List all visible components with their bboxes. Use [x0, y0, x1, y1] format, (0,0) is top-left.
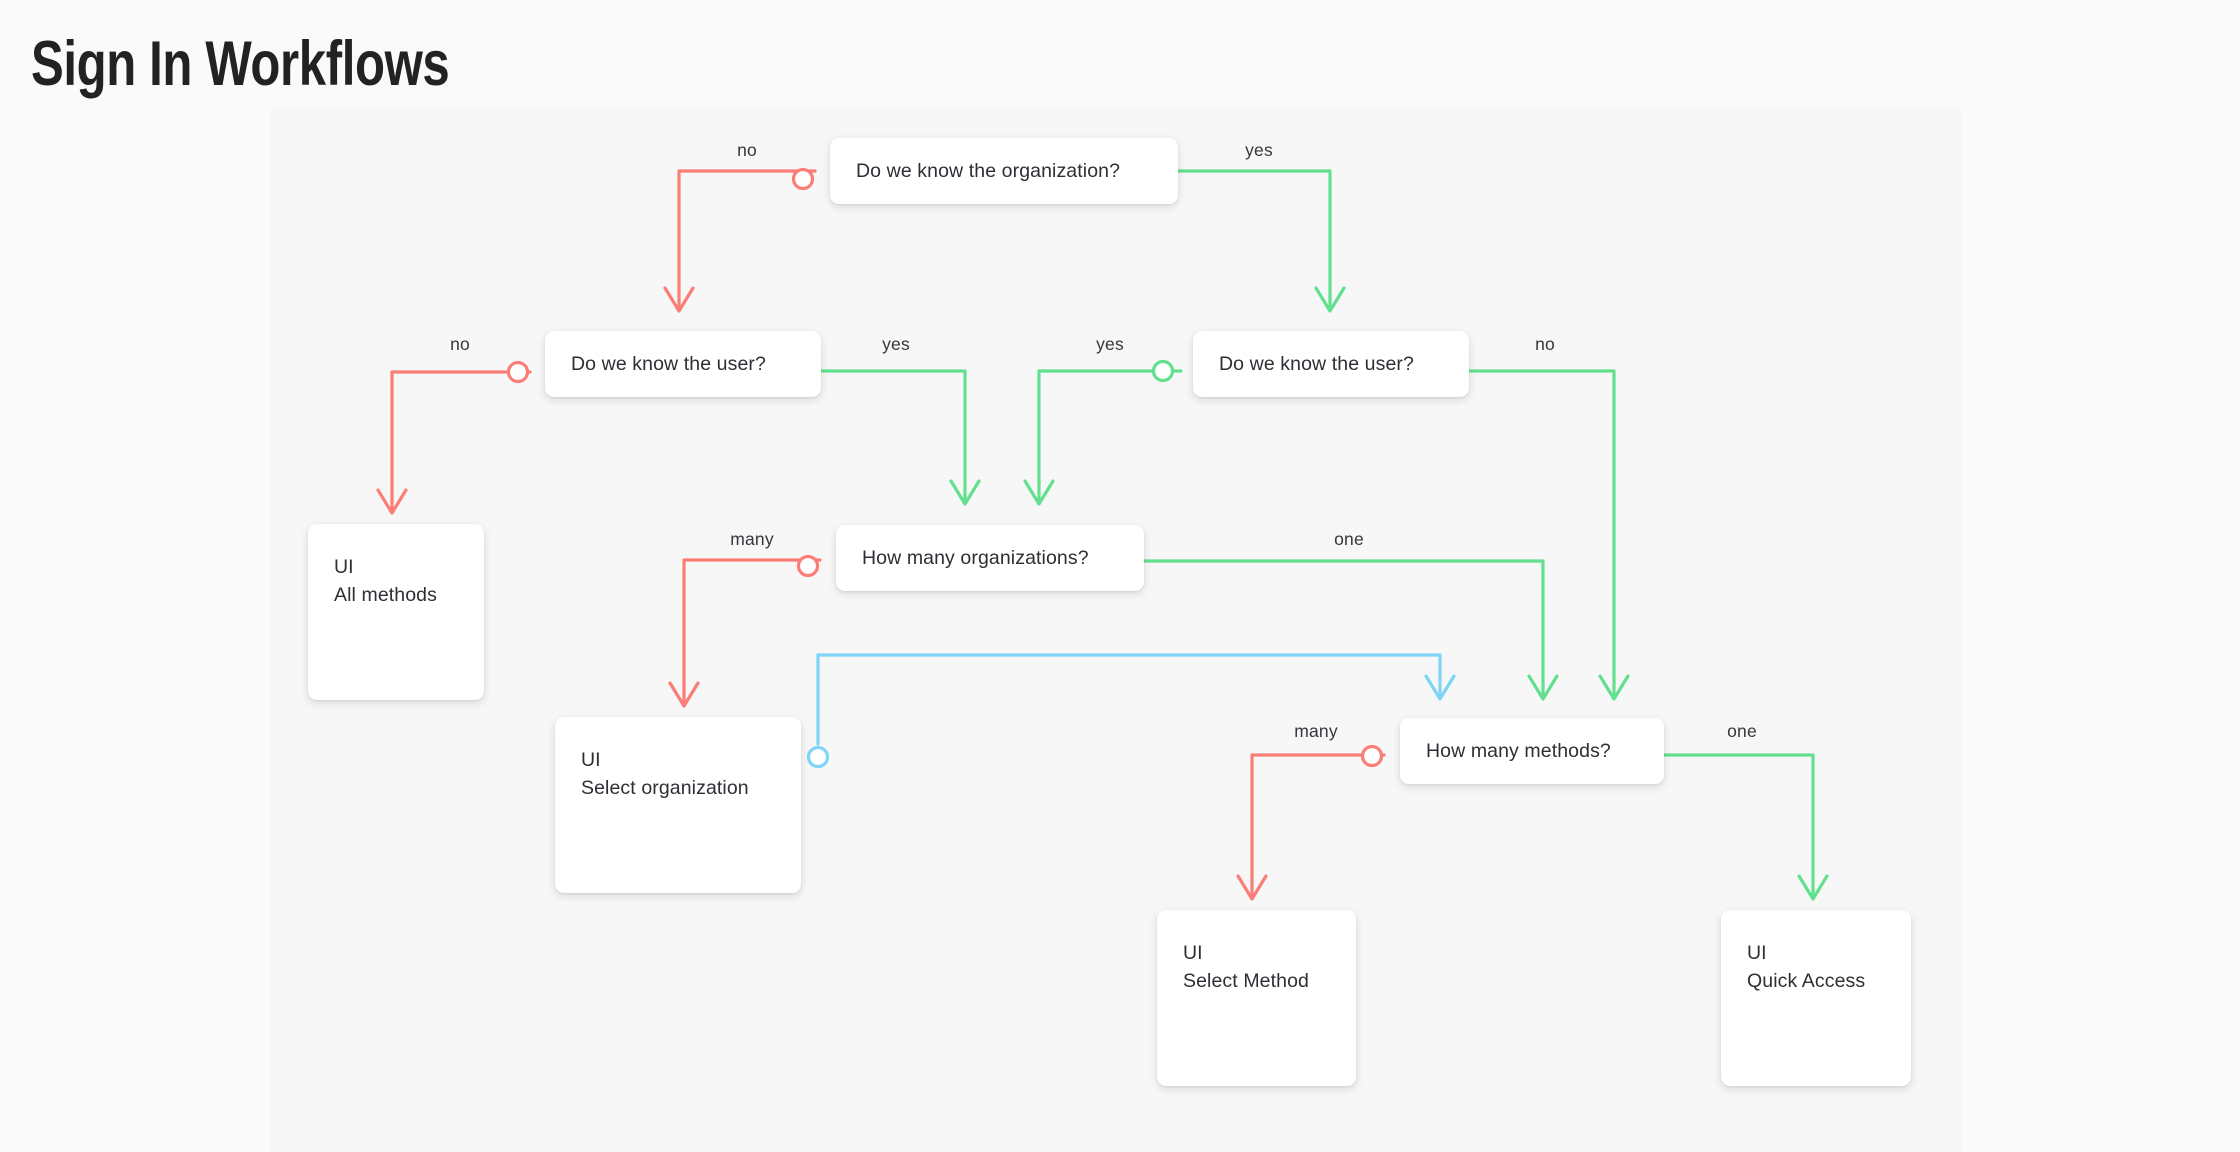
node-how-many-organizations[interactable]: How many organizations? — [836, 525, 1144, 591]
node-do-we-know-the-user-left[interactable]: Do we know the user? — [545, 331, 821, 397]
edge-label-how-orgs-one: one — [1334, 529, 1364, 549]
node-label: How many methods? — [1426, 739, 1611, 762]
node-ui-select-organization[interactable]: UI Select organization — [555, 717, 801, 893]
node-label: Do we know the organization? — [856, 159, 1121, 182]
diagram-canvas — [270, 107, 1962, 1152]
edge-label-how-methods-many: many — [1294, 721, 1338, 741]
edge-label-how-methods-one: one — [1727, 721, 1757, 741]
node-label: Do we know the user? — [1219, 352, 1414, 375]
node-label: How many organizations? — [862, 546, 1089, 569]
node-ui-select-method[interactable]: UI Select Method — [1157, 910, 1356, 1086]
page-title: Sign In Workflows — [31, 29, 450, 99]
node-ui-all-methods[interactable]: UI All methods — [308, 524, 484, 700]
edge-label-know-user-left-yes: yes — [882, 334, 910, 354]
node-ui-title: Quick Access — [1747, 969, 1866, 992]
edge-label-know-user-right-yes: yes — [1096, 334, 1124, 354]
node-ui-kind: UI — [581, 749, 601, 771]
edge-label-know-user-right-no: no — [1535, 334, 1555, 354]
edge-label-know-org-no: no — [737, 140, 757, 160]
node-ui-title: Select Method — [1183, 969, 1309, 992]
node-ui-quick-access[interactable]: UI Quick Access — [1721, 910, 1911, 1086]
node-how-many-methods[interactable]: How many methods? — [1400, 718, 1664, 784]
edge-label-know-org-yes: yes — [1245, 140, 1273, 160]
node-label: Do we know the user? — [571, 352, 766, 375]
node-ui-kind: UI — [334, 556, 354, 578]
edge-label-know-user-left-no: no — [450, 334, 470, 354]
node-ui-title: All methods — [334, 583, 437, 606]
node-do-we-know-the-user-right[interactable]: Do we know the user? — [1193, 331, 1469, 397]
node-ui-title: Select organization — [581, 776, 749, 799]
node-do-we-know-the-organization[interactable]: Do we know the organization? — [830, 138, 1178, 204]
edge-label-how-orgs-many: many — [730, 529, 774, 549]
node-ui-kind: UI — [1183, 942, 1203, 964]
node-ui-kind: UI — [1747, 942, 1767, 964]
